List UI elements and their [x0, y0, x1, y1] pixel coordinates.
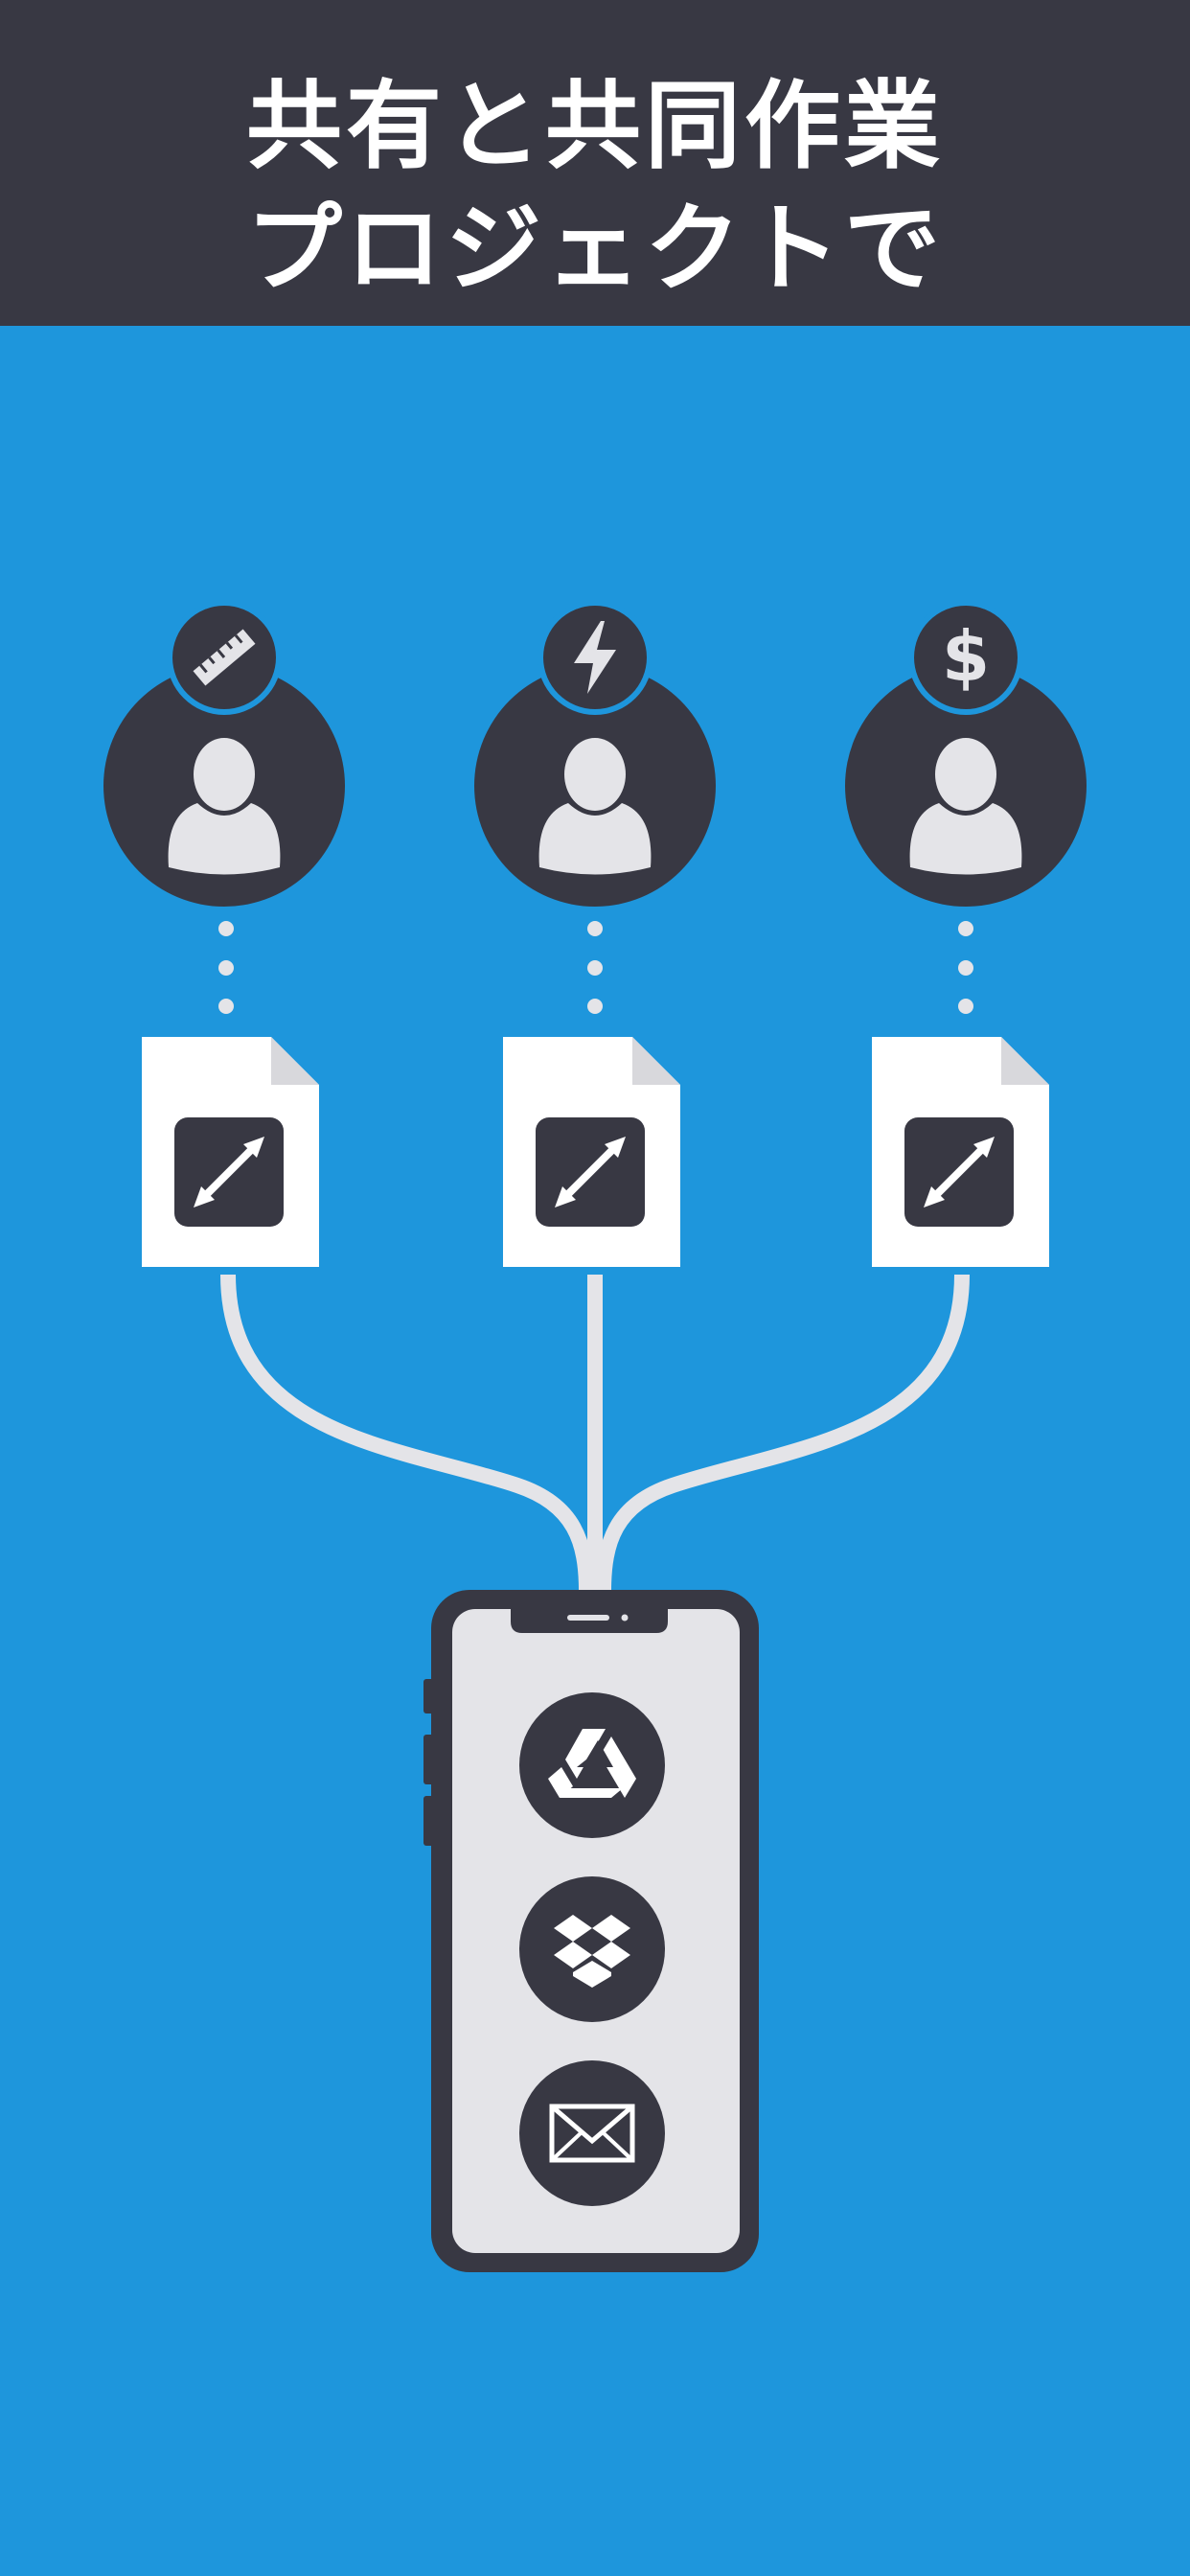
- dotted-connector-1: [218, 921, 234, 1014]
- svg-text:$: $: [942, 616, 990, 697]
- ruler-icon: [167, 600, 282, 715]
- dollar-icon: $: [908, 600, 1023, 715]
- shared-document-3: [872, 1037, 1049, 1267]
- dotted-connector-2: [587, 921, 603, 1014]
- title-line-2: プロジェクトで: [246, 193, 944, 305]
- shared-document-2: [503, 1037, 680, 1267]
- dotted-connector-3: [958, 921, 973, 1014]
- sync-cables: [220, 1274, 970, 1592]
- mail-icon[interactable]: [519, 2060, 665, 2206]
- google-drive-icon[interactable]: [519, 1692, 665, 1838]
- title-line-1: 共有と共同作業: [246, 70, 944, 182]
- header-banner: 共有と共同作業 プロジェクトで: [0, 0, 1190, 326]
- lightning-icon: [538, 600, 652, 715]
- dropbox-icon[interactable]: [519, 1876, 665, 2022]
- shared-document-1: [142, 1037, 319, 1267]
